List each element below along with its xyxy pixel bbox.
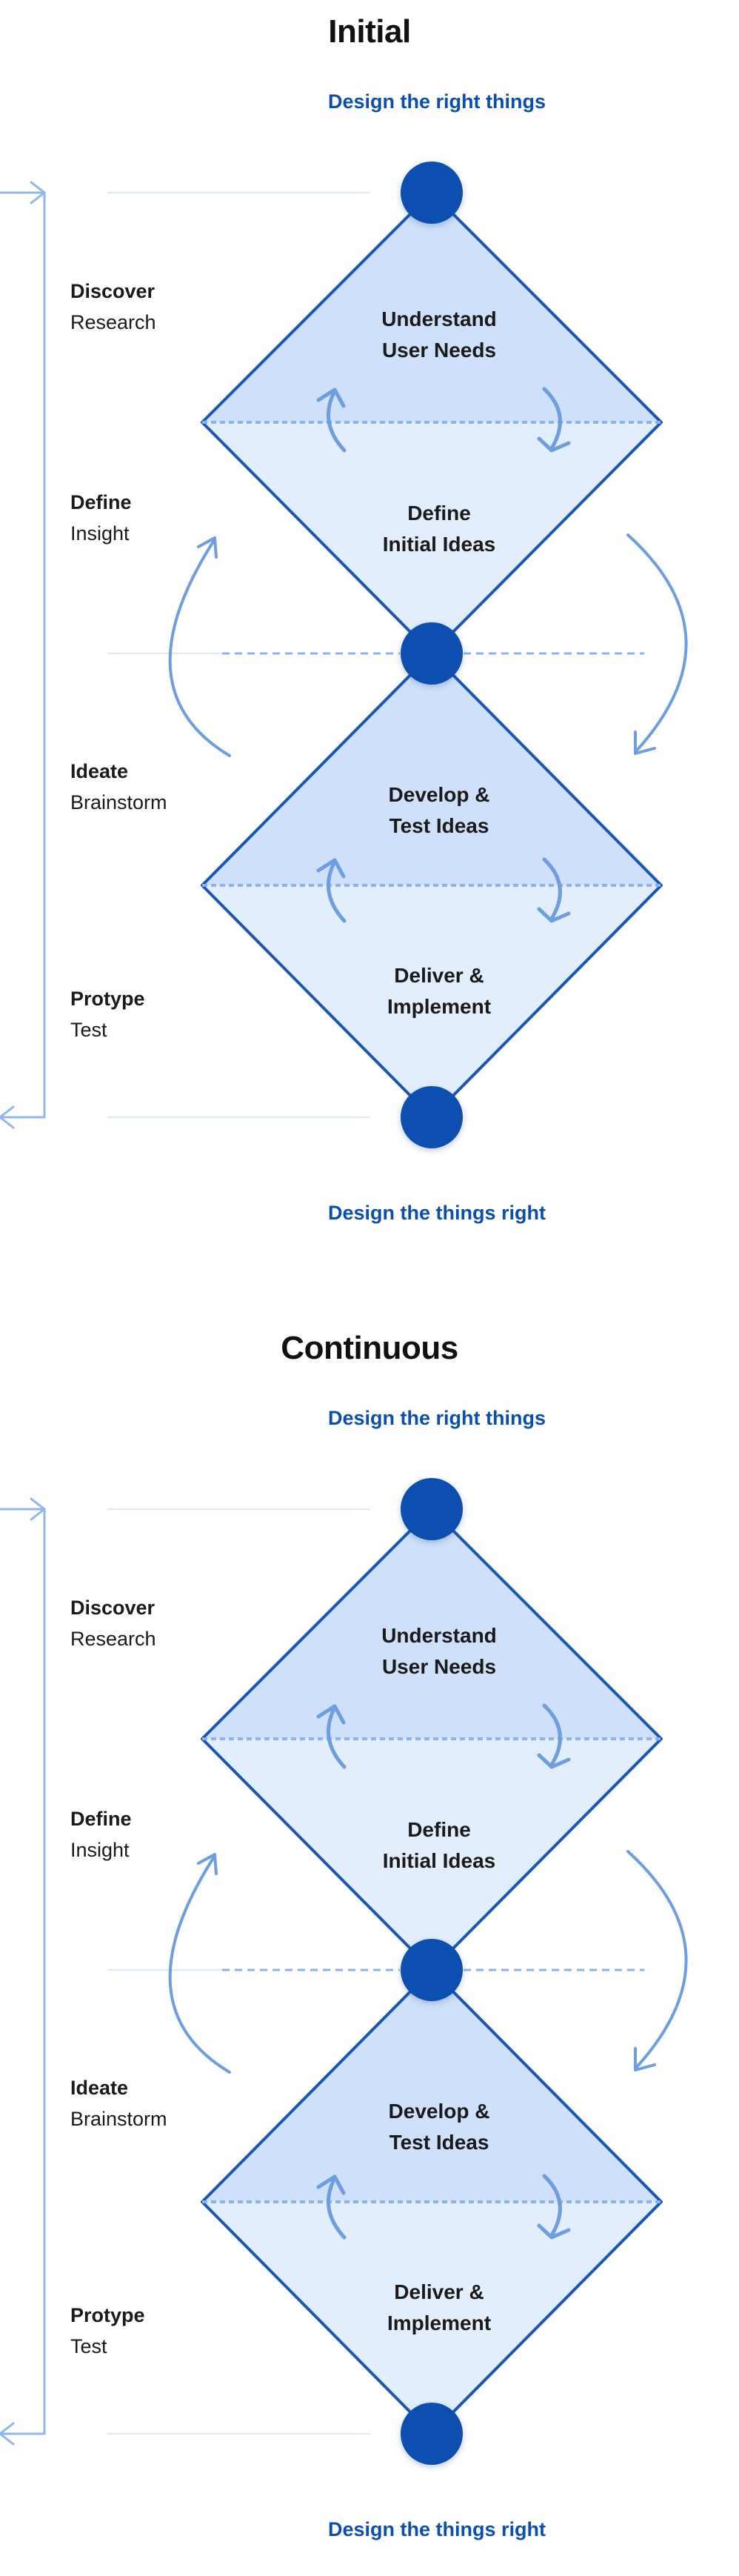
phase-discover: Discover Research bbox=[70, 276, 156, 338]
phase-define: Define Insight bbox=[70, 1803, 132, 1866]
stage-line: Define bbox=[407, 1818, 471, 1841]
stage-deliver: Deliver & Implement bbox=[328, 960, 550, 1022]
node-bottom bbox=[401, 2403, 463, 2465]
phase-name: Protype bbox=[70, 2304, 145, 2326]
phase-ideate: Ideate Brainstorm bbox=[70, 756, 167, 818]
phase-discover: Discover Research bbox=[70, 1592, 156, 1654]
stage-line: Test Ideas bbox=[389, 814, 489, 837]
phase-name: Ideate bbox=[70, 760, 129, 782]
cycle-arrow-icon bbox=[316, 1703, 571, 1769]
label-design-right-things: Design the right things bbox=[328, 1407, 546, 1429]
phase-define: Define Insight bbox=[70, 487, 132, 549]
stage-line: Test Ideas bbox=[389, 2131, 489, 2154]
stage-line: User Needs bbox=[381, 1655, 497, 1678]
stage-develop: Develop & Test Ideas bbox=[328, 2096, 550, 2158]
cycle-arrow-icon bbox=[316, 387, 571, 453]
stage-define: Define Initial Ideas bbox=[328, 1814, 550, 1877]
stage-line: Deliver & bbox=[394, 2280, 484, 2303]
stage-line: User Needs bbox=[381, 339, 497, 362]
section-continuous: Continuous Design the right things Desig… bbox=[0, 1317, 739, 2576]
section-initial: Initial Design the right things Design t… bbox=[0, 0, 739, 1259]
diamond-discover-define bbox=[201, 191, 663, 655]
phase-bracket bbox=[0, 1497, 46, 2446]
diamond-develop-deliver bbox=[201, 652, 663, 1119]
section-title: Continuous bbox=[281, 1330, 458, 1366]
section-title: Initial bbox=[328, 13, 411, 50]
phase-desc: Brainstorm bbox=[70, 791, 167, 813]
stage-line: Define bbox=[407, 502, 471, 525]
large-arc-arrow-icon bbox=[168, 533, 688, 757]
phase-name: Define bbox=[70, 1808, 132, 1830]
phase-desc: Test bbox=[70, 2335, 107, 2357]
label-design-things-right: Design the things right bbox=[328, 2518, 546, 2540]
label-design-right-things: Design the right things bbox=[328, 90, 546, 113]
stage-line: Understand bbox=[381, 307, 497, 330]
stage-line: Implement bbox=[387, 2312, 492, 2334]
phase-desc: Research bbox=[70, 1628, 156, 1650]
phase-name: Protype bbox=[70, 988, 145, 1010]
double-diamond-diagram bbox=[0, 162, 688, 1148]
stage-understand: Understand User Needs bbox=[328, 304, 550, 366]
stage-line: Understand bbox=[381, 1624, 497, 1647]
phase-name: Define bbox=[70, 491, 132, 513]
phase-name: Discover bbox=[70, 1597, 156, 1619]
stage-line: Initial Ideas bbox=[382, 1849, 496, 1872]
phase-desc: Insight bbox=[70, 522, 130, 545]
stage-deliver: Deliver & Implement bbox=[328, 2277, 550, 2339]
stage-develop: Develop & Test Ideas bbox=[328, 779, 550, 842]
phase-desc: Insight bbox=[70, 1839, 130, 1861]
label-design-things-right: Design the things right bbox=[328, 1202, 546, 1224]
phase-protype: Protype Test bbox=[70, 983, 145, 1045]
node-middle bbox=[401, 1939, 463, 2001]
stage-line: Develop & bbox=[388, 2100, 490, 2123]
stage-define: Define Initial Ideas bbox=[328, 498, 550, 560]
cycle-arrow-icon bbox=[316, 857, 571, 923]
phase-ideate: Ideate Brainstorm bbox=[70, 2072, 167, 2134]
stage-line: Develop & bbox=[388, 783, 490, 806]
stage-line: Initial Ideas bbox=[382, 533, 496, 556]
stage-understand: Understand User Needs bbox=[328, 1620, 550, 1683]
phase-desc: Research bbox=[70, 311, 156, 333]
large-arc-arrow-icon bbox=[168, 1850, 688, 2074]
cycle-arrow-icon bbox=[316, 2174, 571, 2240]
stage-line: Implement bbox=[387, 995, 492, 1018]
phase-desc: Brainstorm bbox=[70, 2108, 167, 2130]
node-top bbox=[401, 1478, 463, 1540]
diamond-discover-define bbox=[201, 1508, 663, 1971]
double-diamond-diagram bbox=[0, 1478, 688, 2465]
phase-bracket bbox=[0, 181, 46, 1129]
phase-desc: Test bbox=[70, 1019, 107, 1041]
phase-protype: Protype Test bbox=[70, 2300, 145, 2362]
phase-name: Ideate bbox=[70, 2077, 129, 2099]
node-middle bbox=[401, 622, 463, 685]
node-top bbox=[401, 162, 463, 224]
phase-name: Discover bbox=[70, 280, 156, 302]
stage-line: Deliver & bbox=[394, 964, 484, 987]
diamond-develop-deliver bbox=[201, 1968, 663, 2435]
node-bottom bbox=[401, 1086, 463, 1148]
